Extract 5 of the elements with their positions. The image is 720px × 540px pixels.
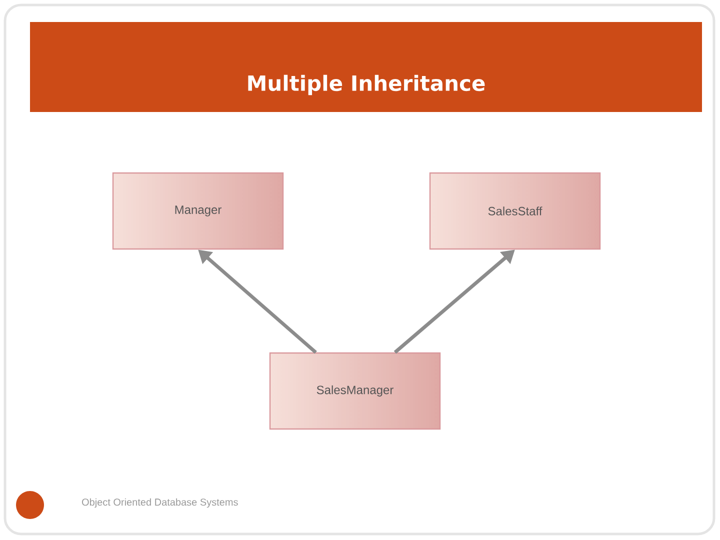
class-box: SalesStaff bbox=[429, 172, 601, 250]
slide-title: Multiple Inheritance bbox=[248, 74, 485, 96]
class-box: SalesManager bbox=[269, 352, 441, 430]
footer-text: Object Oriented Database Systems bbox=[82, 498, 238, 508]
class-box: Manager bbox=[112, 172, 284, 250]
